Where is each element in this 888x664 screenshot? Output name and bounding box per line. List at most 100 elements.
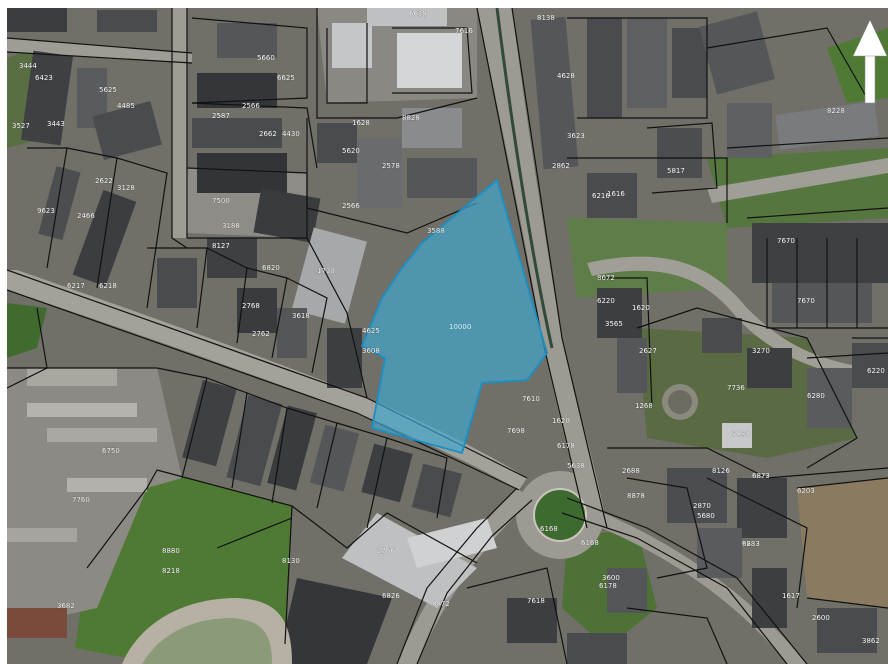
parcel-number-label: 8127 (212, 242, 230, 250)
road-main-north-south (477, 8, 607, 528)
highlighted-parcel[interactable] (360, 178, 548, 455)
parcel-number-label: 6625 (277, 74, 295, 82)
parcel-line (561, 512, 788, 664)
parcel-number-label: 7500 (212, 197, 230, 205)
building (182, 379, 237, 467)
building (727, 103, 772, 158)
building (672, 28, 707, 98)
parcel-line (326, 23, 368, 104)
road-west-vertical (172, 8, 187, 238)
roundabout-ring (533, 488, 587, 542)
parcel-number-label: 6233 (742, 540, 760, 548)
parcel-number-label: 2766 (377, 547, 395, 555)
building (411, 463, 463, 518)
parcel-number-label: 1617 (782, 592, 800, 600)
parcel-line (392, 27, 473, 94)
parcel-line (396, 487, 518, 664)
parcel-number-label: 8126 (712, 467, 730, 475)
buildings-center (157, 227, 367, 388)
parcel-number-label: 3862 (862, 637, 880, 645)
parcel-line (806, 597, 888, 609)
parcel-number-label: 8880 (162, 547, 180, 555)
sports-field (122, 598, 292, 664)
parcel-number-label: 7760 (72, 496, 90, 504)
parcel-number-label: 7670 (797, 297, 815, 305)
building (617, 338, 647, 393)
parcel-number-label: 6168 (581, 539, 599, 547)
parcel-line (626, 607, 728, 664)
parcel-number-label: 6873 (752, 472, 770, 480)
parcel-line (7, 289, 520, 491)
parcel-number-label: 7616 (455, 27, 473, 35)
parcel-line (27, 147, 68, 269)
parcel-line (646, 122, 718, 194)
parcel-number-label: 3527 (12, 122, 30, 130)
round-structure (668, 390, 692, 414)
parcel-number-label: 6217 (67, 282, 85, 290)
parcel-line (796, 477, 888, 489)
building (597, 288, 642, 338)
parcel-number-label: 6203 (797, 487, 815, 495)
parcel-line (7, 37, 193, 54)
parcel-number-label: 6220 (597, 297, 615, 305)
parcel-number-label: 2566 (342, 202, 360, 210)
parcel-number-label: 6178 (599, 582, 617, 590)
parcel-number-label: 8672 (597, 274, 615, 282)
parcel-number-label: 7618 (527, 597, 545, 605)
parking-row (47, 428, 157, 442)
parcel-number-label: 2578 (382, 162, 400, 170)
building (38, 166, 81, 241)
building (530, 16, 579, 170)
parcel-number-label: 6178 (557, 442, 575, 450)
parcel-number-label: 3443 (47, 120, 65, 128)
roundabout-center (534, 489, 586, 541)
parking-row (27, 403, 137, 417)
parcel-line (116, 157, 168, 309)
parcel-number-label: 6280 (807, 392, 825, 400)
parcel-number-label: 3270 (752, 347, 770, 355)
road-east-curve (587, 256, 867, 380)
parcel-line (567, 157, 728, 223)
parcel-number-label: 2768 (242, 302, 260, 310)
parcel-number-label: 4485 (117, 102, 135, 110)
parcel-number-label: 5638 (567, 462, 585, 470)
parcel-number-label: 9623 (37, 207, 55, 215)
parcel-number-label: 2627 (639, 347, 657, 355)
parcel-number-label: 5660 (257, 54, 275, 62)
parcel-number-label: 7698 (507, 427, 525, 435)
row-houses-northeast (530, 11, 888, 323)
building (277, 308, 307, 358)
road-west-upper (7, 38, 192, 63)
parcel-number-label: 8828 (402, 114, 420, 122)
parcel-number-label: 4628 (557, 72, 575, 80)
sports-pitch (142, 618, 272, 664)
building (772, 283, 872, 323)
parcel-number-label: 7736 (727, 384, 745, 392)
parcel-number-label: 4625 (362, 327, 380, 335)
building (747, 348, 792, 388)
building (587, 18, 622, 118)
building (667, 468, 727, 523)
parcel-line (566, 497, 808, 664)
north-arrow-head (852, 19, 888, 57)
ditch (495, 8, 554, 349)
building (657, 128, 702, 178)
north-arrow-icon (852, 19, 888, 104)
building (7, 8, 67, 32)
building (309, 424, 360, 492)
parcel-number-label: 6750 (102, 447, 120, 455)
map-canvas: 10000 3443344464233527562544852622312896… (7, 8, 888, 664)
building (291, 227, 367, 324)
buildings-south-row (182, 379, 463, 518)
parcel-number-label: 4430 (282, 130, 300, 138)
building (197, 153, 287, 193)
parcel-number-label: 6826 (382, 592, 400, 600)
buildings-north-central (317, 8, 477, 208)
parcel-line (706, 27, 868, 99)
parcel-line (806, 352, 888, 359)
parcel-number-label: 3682 (57, 602, 75, 610)
parcel-line (567, 17, 708, 119)
parcel-number-label: 6216 (592, 192, 610, 200)
parcel-number-label: 3128 (117, 184, 135, 192)
